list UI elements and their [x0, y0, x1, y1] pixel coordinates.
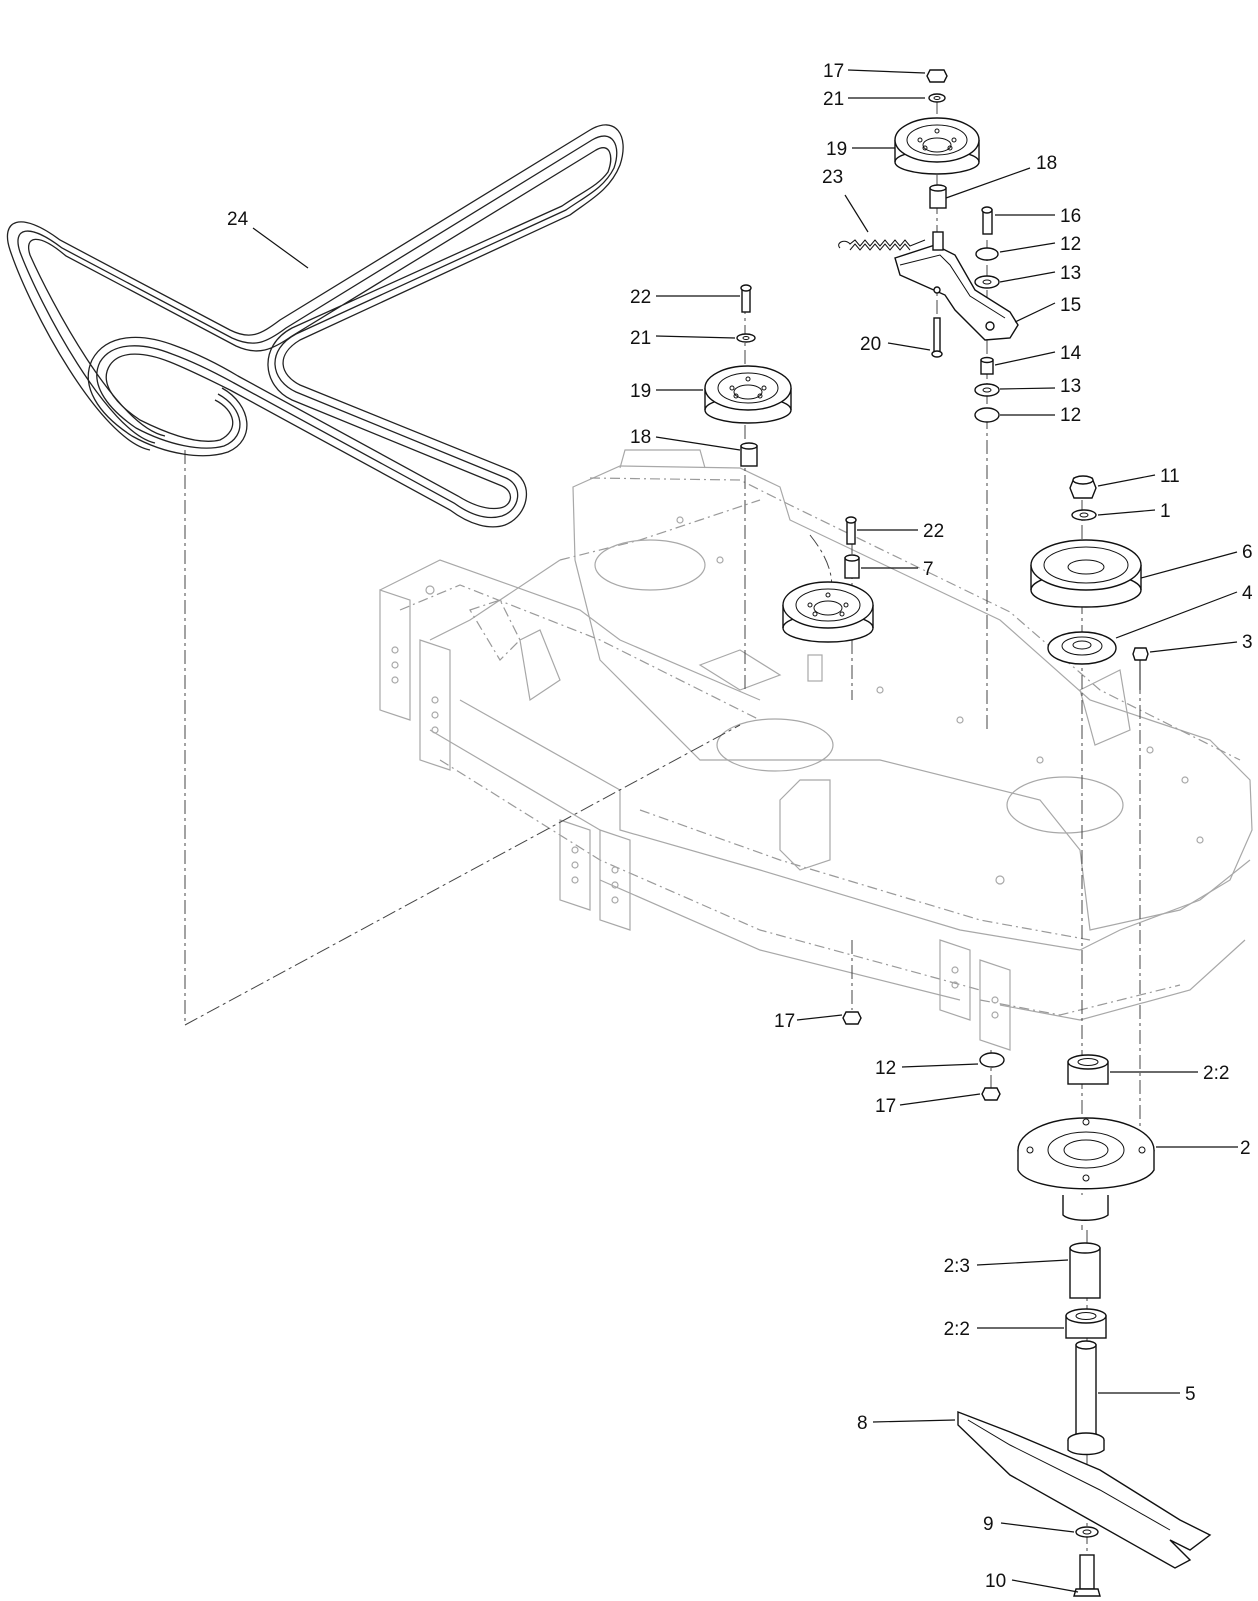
spindle-assembly — [957, 475, 1212, 1597]
callout-2-3: 2:3 — [944, 1256, 970, 1277]
lower-fasteners — [842, 1011, 1005, 1101]
callout-13: 13 — [1060, 376, 1081, 397]
callout-18: 18 — [1036, 153, 1057, 174]
callout-9: 9 — [983, 1514, 994, 1535]
callout-6: 6 — [1242, 542, 1253, 563]
callout-2-2: 2:2 — [944, 1319, 970, 1340]
callout-17: 17 — [774, 1011, 795, 1032]
callout-23: 23 — [822, 167, 843, 188]
callout-22: 22 — [923, 521, 944, 542]
callout-16: 16 — [1060, 206, 1081, 227]
upper-idler-assembly — [838, 69, 1019, 423]
callout-13: 13 — [1060, 263, 1081, 284]
leader-lines — [252, 69, 1238, 1593]
callout-2: 2 — [1240, 1138, 1251, 1159]
center-idler-assembly — [782, 516, 874, 643]
callout-12: 12 — [875, 1058, 896, 1079]
callout-17: 17 — [875, 1096, 896, 1117]
callout-1: 1 — [1160, 501, 1171, 522]
callout-24: 24 — [227, 209, 249, 230]
callout-21: 21 — [823, 89, 844, 110]
callout-22: 22 — [630, 287, 651, 308]
callout-12: 12 — [1060, 405, 1081, 426]
drive-belt — [6, 124, 624, 528]
callout-14: 14 — [1060, 343, 1082, 364]
callout-11: 11 — [1160, 466, 1180, 487]
callout-4: 4 — [1242, 583, 1253, 604]
callout-12: 12 — [1060, 234, 1081, 255]
callout-8: 8 — [857, 1413, 868, 1434]
callout-19: 19 — [826, 139, 847, 160]
callout-3: 3 — [1242, 632, 1253, 653]
callout-17: 17 — [823, 61, 844, 82]
left-idler-assembly — [704, 284, 792, 467]
callout-19: 19 — [630, 381, 651, 402]
callout-10: 10 — [985, 1571, 1006, 1592]
mower-deck-outline — [379, 449, 1253, 1051]
callout-15: 15 — [1060, 295, 1081, 316]
callout-18: 18 — [630, 427, 651, 448]
callout-5: 5 — [1185, 1384, 1196, 1405]
callout-7: 7 — [923, 559, 934, 580]
callout-2-2: 2:2 — [1203, 1063, 1229, 1084]
callout-20: 20 — [860, 334, 881, 355]
callout-labels: 17 21 19 18 23 16 12 13 15 20 14 13 12 2… — [227, 61, 1253, 1592]
callout-21: 21 — [630, 328, 651, 349]
